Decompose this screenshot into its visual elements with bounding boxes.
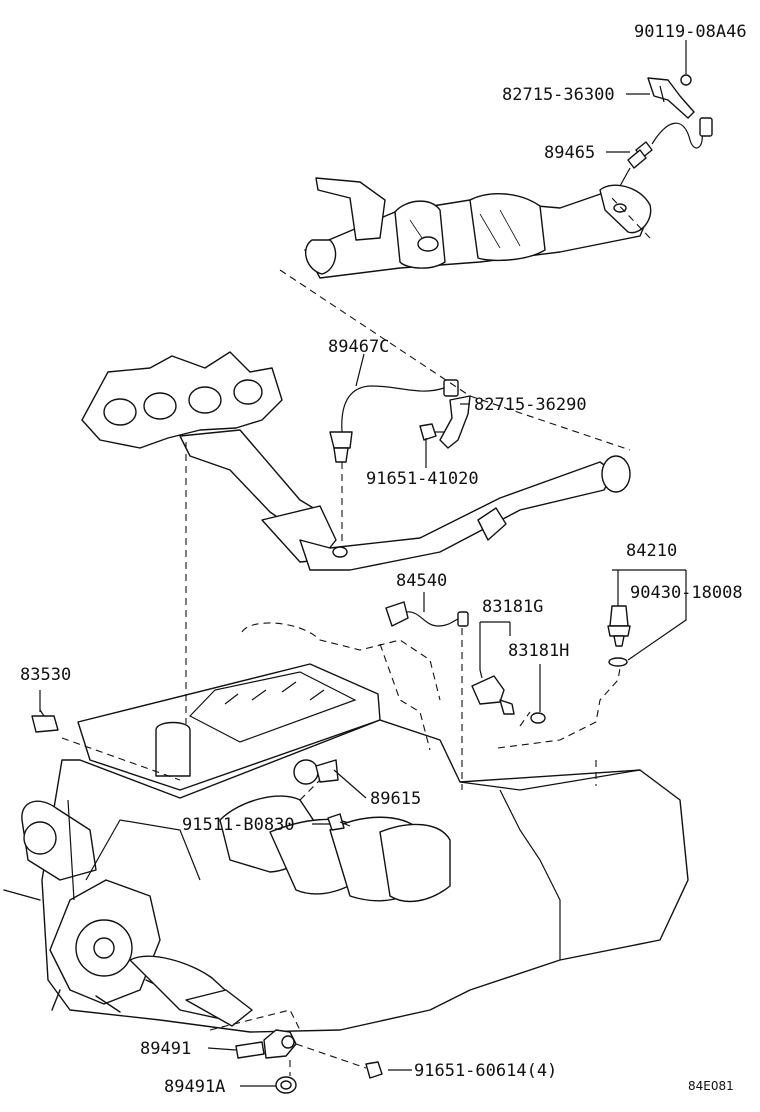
switch-84540[interactable] bbox=[385, 601, 469, 627]
label-91511-B0830[interactable]: 91511-B0830 bbox=[182, 815, 295, 835]
part-labels: 90119-08A46 82715-36300 89465 89467C 827… bbox=[20, 22, 747, 1097]
bracket-82715-36300[interactable] bbox=[647, 74, 695, 119]
label-89615[interactable]: 89615 bbox=[370, 789, 421, 809]
label-84210[interactable]: 84210 bbox=[626, 541, 677, 561]
gasket-90430-18008[interactable] bbox=[608, 657, 628, 667]
bolt-91651-41020[interactable] bbox=[419, 423, 444, 441]
switch-83530[interactable] bbox=[31, 709, 59, 733]
label-82715-36300[interactable]: 82715-36300 bbox=[502, 85, 615, 105]
sender-84210[interactable] bbox=[607, 605, 631, 647]
oring-89491A[interactable] bbox=[275, 1076, 297, 1094]
label-89491A[interactable]: 89491A bbox=[164, 1077, 225, 1097]
exhaust-manifold bbox=[81, 351, 631, 571]
catalytic-converter bbox=[304, 177, 652, 279]
label-89465[interactable]: 89465 bbox=[544, 143, 595, 163]
sensor-89491[interactable] bbox=[235, 1029, 297, 1059]
bolt-91511-B0830[interactable] bbox=[327, 813, 351, 831]
label-90119-08A46[interactable]: 90119-08A46 bbox=[634, 22, 747, 42]
label-83181G[interactable]: 83181G bbox=[482, 597, 543, 617]
engine-block bbox=[3, 663, 689, 1033]
knock-sensor-89615[interactable] bbox=[293, 759, 339, 785]
bracket-82715-36290[interactable] bbox=[439, 395, 471, 449]
sensor-83181G[interactable] bbox=[471, 669, 515, 715]
gasket-83181H[interactable] bbox=[530, 712, 546, 724]
label-84540[interactable]: 84540 bbox=[396, 571, 447, 591]
label-91651-60614[interactable]: 91651-60614(4) bbox=[414, 1061, 557, 1081]
label-83530[interactable]: 83530 bbox=[20, 665, 71, 685]
label-82715-36290[interactable]: 82715-36290 bbox=[474, 395, 587, 415]
label-89467C[interactable]: 89467C bbox=[328, 337, 389, 357]
diagram-code: 84E081 bbox=[688, 1079, 734, 1093]
label-91651-41020[interactable]: 91651-41020 bbox=[366, 469, 479, 489]
bolt-91651-60614[interactable] bbox=[365, 1061, 383, 1079]
label-90430-18008[interactable]: 90430-18008 bbox=[630, 583, 743, 603]
leader-lines bbox=[39, 40, 687, 1087]
oxygen-sensor-89467C[interactable] bbox=[329, 379, 459, 463]
assembly-lines bbox=[61, 195, 651, 1076]
label-89491[interactable]: 89491 bbox=[140, 1039, 191, 1059]
oxygen-sensor-89465[interactable] bbox=[619, 117, 713, 187]
label-83181H[interactable]: 83181H bbox=[508, 641, 569, 661]
